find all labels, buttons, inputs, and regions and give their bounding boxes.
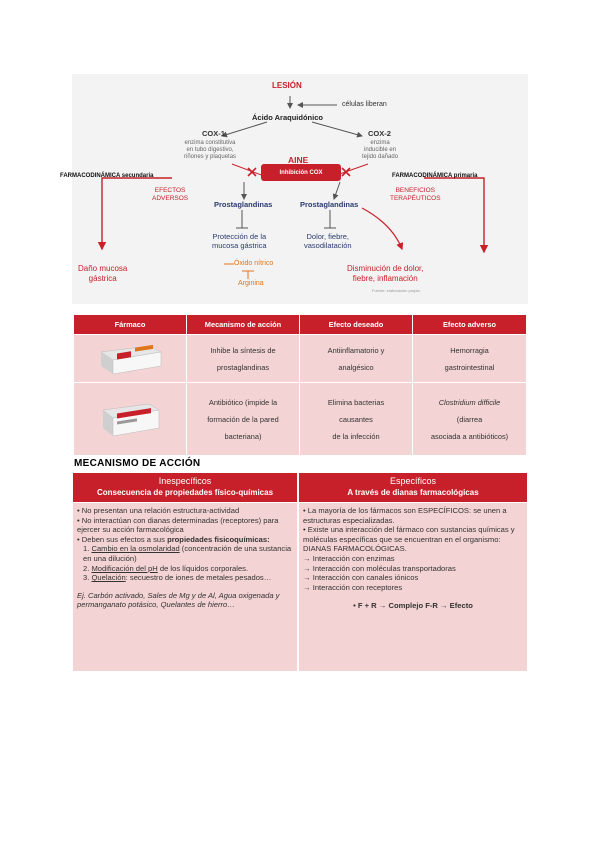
aine-label: AINE	[288, 155, 309, 165]
inespecificos-subtitle: Consecuencia de propiedades físico-quími…	[96, 488, 274, 497]
drug-box-image	[95, 338, 165, 380]
inespecificos-header: Inespecíficos Consecuencia de propiedade…	[73, 473, 297, 502]
diagram-arrows	[97, 96, 489, 279]
formula-text: • F + R → Complejo F-R → Efecto	[353, 601, 473, 611]
list-item: → Interacción con enzimas	[303, 553, 395, 563]
list-item: • No interactúan con dianas determinadas…	[77, 515, 279, 535]
inhibicion-cox-label: Inhibición COX	[279, 170, 323, 176]
lesion-label: LESIÓN	[272, 81, 302, 90]
list-item: • No presentan una relación estructura-a…	[77, 506, 240, 515]
disminucion-dolor: Disminución de dolor,fiebre, inflamación	[347, 264, 424, 283]
celulas-label: células liberan	[342, 101, 387, 108]
header-farmaco: Fármaco	[73, 314, 187, 335]
farmaco-table: Fármaco Mecanismo de acción Efecto desea…	[73, 314, 527, 456]
list-item: → Interacción con receptores	[303, 582, 403, 592]
prostaglandinas-left: Prostaglandinas	[214, 200, 273, 209]
section-heading: MECANISMO DE ACCIÓN	[74, 458, 201, 469]
inespecificos-title: Inespecíficos	[158, 476, 212, 486]
arginina: Arginina	[238, 280, 264, 287]
list-item: 1. Cambio en la osmolaridad (concentraci…	[83, 544, 292, 563]
acido-label: Ácido Araquidónico	[252, 113, 323, 122]
cox1-title: COX-1	[202, 129, 225, 138]
drug-image-cell	[73, 334, 187, 383]
especificos-title: Específicos	[389, 476, 437, 486]
especificos-header: Específicos A través de dianas farmacoló…	[299, 473, 527, 502]
list-item: • La mayoría de los fármacos son ESPECÍF…	[303, 506, 507, 525]
list-item: 2. Modificación del pH de los líquidos c…	[83, 563, 249, 573]
drug-image-cell	[73, 382, 187, 456]
drug-box-image	[95, 398, 165, 440]
example-text: Ej. Carbón activado, Sales de Mg y de Al…	[77, 590, 280, 610]
header-mecanismo: Mecanismo de acción	[186, 314, 300, 335]
list-item: • Existe una interacción del fármaco con…	[303, 525, 515, 554]
fuente-note: Fuente: elaboración propia	[372, 288, 420, 293]
list-item: • Deben sus efectos a sus propiedades fi…	[77, 534, 270, 544]
header-efecto-adverso: Efecto adverso	[412, 314, 527, 335]
table-header-row: Fármaco Mecanismo de acción Efecto desea…	[73, 314, 527, 335]
especificos-body: • La mayoría de los fármacos son ESPECÍF…	[299, 503, 527, 671]
header-efecto-deseado: Efecto deseado	[299, 314, 413, 335]
mecanismo-table: Inespecíficos Consecuencia de propiedade…	[73, 473, 527, 671]
oxido-nitrico: Óxido nítrico	[234, 260, 274, 267]
farmacodinamica-primaria: FARMACODINÁMICA primaria	[392, 173, 478, 179]
list-item: → Interacción con canales iónicos	[303, 573, 419, 583]
list-item: 3. Quelación: secuestro de iones de meta…	[83, 573, 272, 583]
cox2-title: COX-2	[368, 129, 391, 138]
prostaglandinas-right: Prostaglandinas	[300, 200, 359, 209]
especificos-subtitle: A través de dianas farmacológicas	[347, 488, 479, 497]
farmacodinamica-secundaria: FARMACODINÁMICA secundaria	[60, 173, 154, 179]
inespecificos-body: • No presentan una relación estructura-a…	[73, 503, 297, 671]
dolor-fiebre: Dolor, fiebre,vasodilatación	[304, 232, 352, 250]
cox-pathway-diagram: LESIÓN células liberan Ácido Araquidónic…	[60, 74, 528, 304]
list-item: → Interacción con moléculas transportado…	[303, 563, 456, 573]
